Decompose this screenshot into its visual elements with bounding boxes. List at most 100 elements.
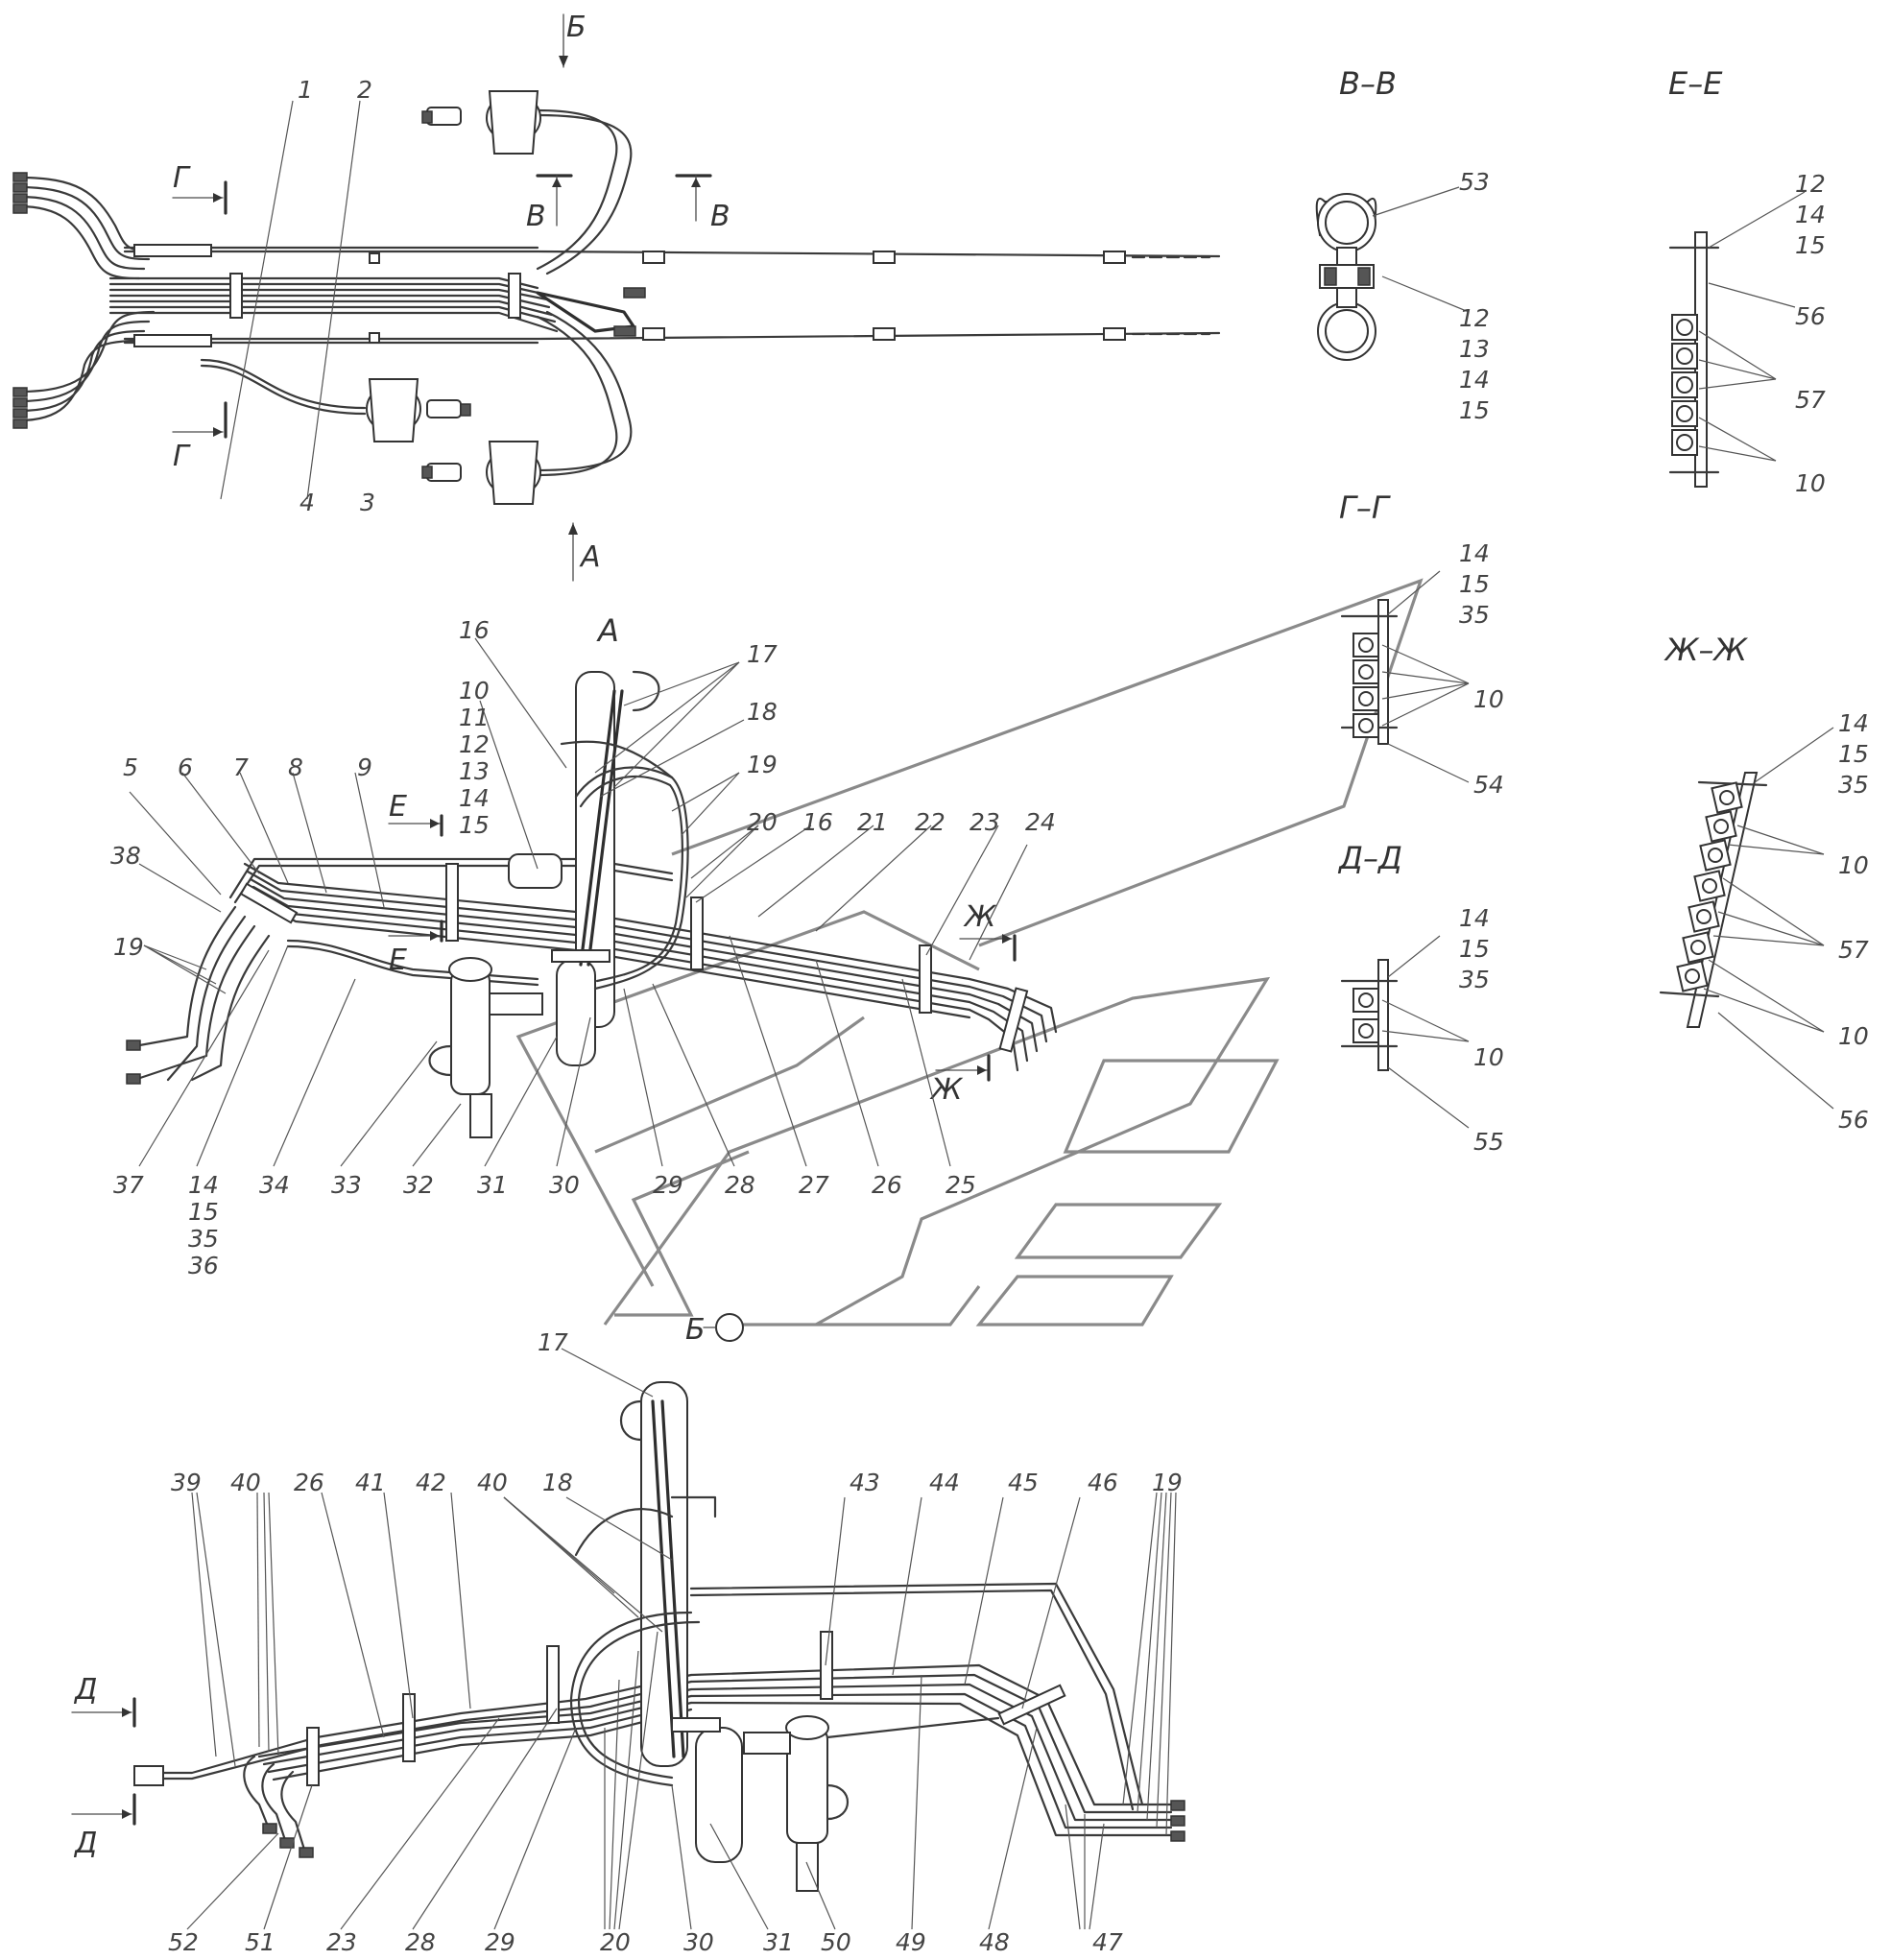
callout-a-36: 36 (188, 1252, 219, 1279)
callout-a-14b: 14 (188, 1171, 219, 1199)
section-marker-v-right: В (675, 174, 730, 233)
section-vv-title: В–В (1339, 65, 1397, 102)
callout-a-38: 38 (110, 842, 141, 870)
cab-outline-ghost (515, 578, 1424, 1327)
glad-hand-lower (421, 441, 541, 505)
callout-1: 1 (298, 76, 313, 104)
callout-a-23: 23 (969, 808, 1000, 836)
callout-gg-10: 10 (1473, 685, 1504, 713)
callout-a-14: 14 (459, 784, 490, 812)
callout-vv-12: 12 (1459, 304, 1490, 332)
callout-a-32: 32 (403, 1171, 434, 1199)
callout-b-29: 29 (485, 1928, 515, 1956)
callout-a-25: 25 (946, 1171, 976, 1199)
callout-a-16a: 16 (459, 616, 490, 644)
callout-zhzh-15: 15 (1838, 740, 1869, 768)
svg-text:Б: Б (566, 11, 586, 44)
fittings-left-upper (12, 172, 28, 429)
callout-gg-15: 15 (1459, 570, 1490, 598)
callout-a-24: 24 (1025, 808, 1056, 836)
callout-a-35: 35 (188, 1225, 219, 1253)
callout-a-37: 37 (113, 1171, 144, 1199)
zhzh-tubes (1676, 781, 1743, 992)
callout-zhzh-10b: 10 (1838, 1022, 1869, 1050)
callout-vv-53: 53 (1459, 168, 1490, 196)
section-zhzh-title: Ж–Ж (1664, 632, 1748, 668)
callout-zhzh-56: 56 (1838, 1106, 1869, 1134)
glad-hand-left (366, 378, 471, 442)
section-marker-d: Д Д (71, 1673, 136, 1860)
callout-dd-10: 10 (1473, 1043, 1504, 1071)
section-dd: Д–Д 14 15 35 10 55 (1337, 840, 1504, 1156)
view-a-leaders (129, 637, 1028, 1167)
section-marker-g-bottom: Г (172, 401, 227, 473)
callout-b-48: 48 (979, 1928, 1010, 1956)
callout-a-20: 20 (747, 808, 778, 836)
callout-b-42: 42 (416, 1469, 446, 1496)
section-marker-e: Е Е (388, 790, 443, 977)
callout-zhzh-10a: 10 (1838, 851, 1869, 879)
callout-3: 3 (360, 489, 375, 516)
section-vv: В–В 53 12 13 14 15 (1315, 65, 1490, 424)
callout-a-22: 22 (915, 808, 946, 836)
callout-2: 2 (357, 76, 372, 104)
callout-b-49: 49 (896, 1928, 926, 1956)
callout-a-10: 10 (459, 677, 490, 705)
callout-a-15b: 15 (188, 1198, 219, 1226)
callout-b-50: 50 (821, 1928, 851, 1956)
callout-a-29: 29 (653, 1171, 683, 1199)
section-ee: Е–Е 12 14 15 56 57 10 (1668, 65, 1826, 497)
callout-b-17: 17 (538, 1328, 568, 1356)
callout-vv-15: 15 (1459, 396, 1490, 424)
callout-a-15: 15 (459, 811, 490, 839)
svg-text:В: В (526, 200, 546, 233)
callout-zhzh-35: 35 (1838, 771, 1869, 799)
callout-b-26: 26 (294, 1469, 324, 1496)
callout-a-9: 9 (357, 753, 372, 781)
callout-b-51: 51 (245, 1928, 275, 1956)
top-plan-view: 1 2 3 4 Г Г В В (12, 11, 1221, 582)
svg-text:Г: Г (173, 161, 191, 195)
callout-a-33: 33 (331, 1171, 362, 1199)
svg-text:А: А (579, 540, 601, 574)
section-marker-zh: Ж Ж (929, 900, 1017, 1107)
view-arrow-b: Б (559, 11, 586, 68)
callout-b-39: 39 (171, 1469, 202, 1496)
callout-dd-55: 55 (1473, 1128, 1504, 1156)
callout-b-47: 47 (1092, 1928, 1123, 1956)
callout-zhzh-14: 14 (1838, 709, 1869, 737)
callout-a-34: 34 (259, 1171, 290, 1199)
section-ee-title: Е–Е (1668, 65, 1723, 102)
callout-ee-10: 10 (1795, 469, 1826, 497)
section-zhzh: Ж–Ж 14 15 35 10 57 10 56 (1659, 632, 1869, 1134)
view-a-title: А (596, 612, 619, 649)
svg-text:Д: Д (73, 1673, 97, 1707)
svg-text:Г: Г (173, 440, 191, 473)
callout-a-8: 8 (288, 753, 303, 781)
callout-b-52: 52 (168, 1928, 199, 1956)
callout-gg-54: 54 (1473, 771, 1504, 799)
svg-text:Е: Е (389, 790, 407, 824)
callout-b-44: 44 (929, 1469, 960, 1496)
section-dd-title: Д–Д (1337, 840, 1402, 876)
section-gg: Г–Г 14 15 35 10 54 (1339, 490, 1504, 799)
callout-b-23: 23 (326, 1928, 357, 1956)
callout-a-19b: 19 (113, 933, 144, 961)
view-b-leaders (186, 1348, 1177, 1930)
callout-b-40a: 40 (230, 1469, 261, 1496)
callout-a-27: 27 (799, 1171, 829, 1199)
callout-b-19: 19 (1152, 1469, 1183, 1496)
callout-a-31: 31 (477, 1171, 508, 1199)
section-gg-title: Г–Г (1339, 490, 1391, 526)
svg-text:Б: Б (685, 1313, 706, 1347)
callout-b-43: 43 (850, 1469, 880, 1496)
callout-ee-14: 14 (1795, 201, 1826, 228)
callout-ee-15: 15 (1795, 231, 1826, 259)
callout-a-28: 28 (725, 1171, 755, 1199)
callout-dd-15: 15 (1459, 935, 1490, 963)
svg-text:Е: Е (389, 944, 407, 977)
callout-b-20: 20 (600, 1928, 631, 1956)
callout-4: 4 (299, 489, 315, 516)
callout-vv-14: 14 (1459, 366, 1490, 394)
